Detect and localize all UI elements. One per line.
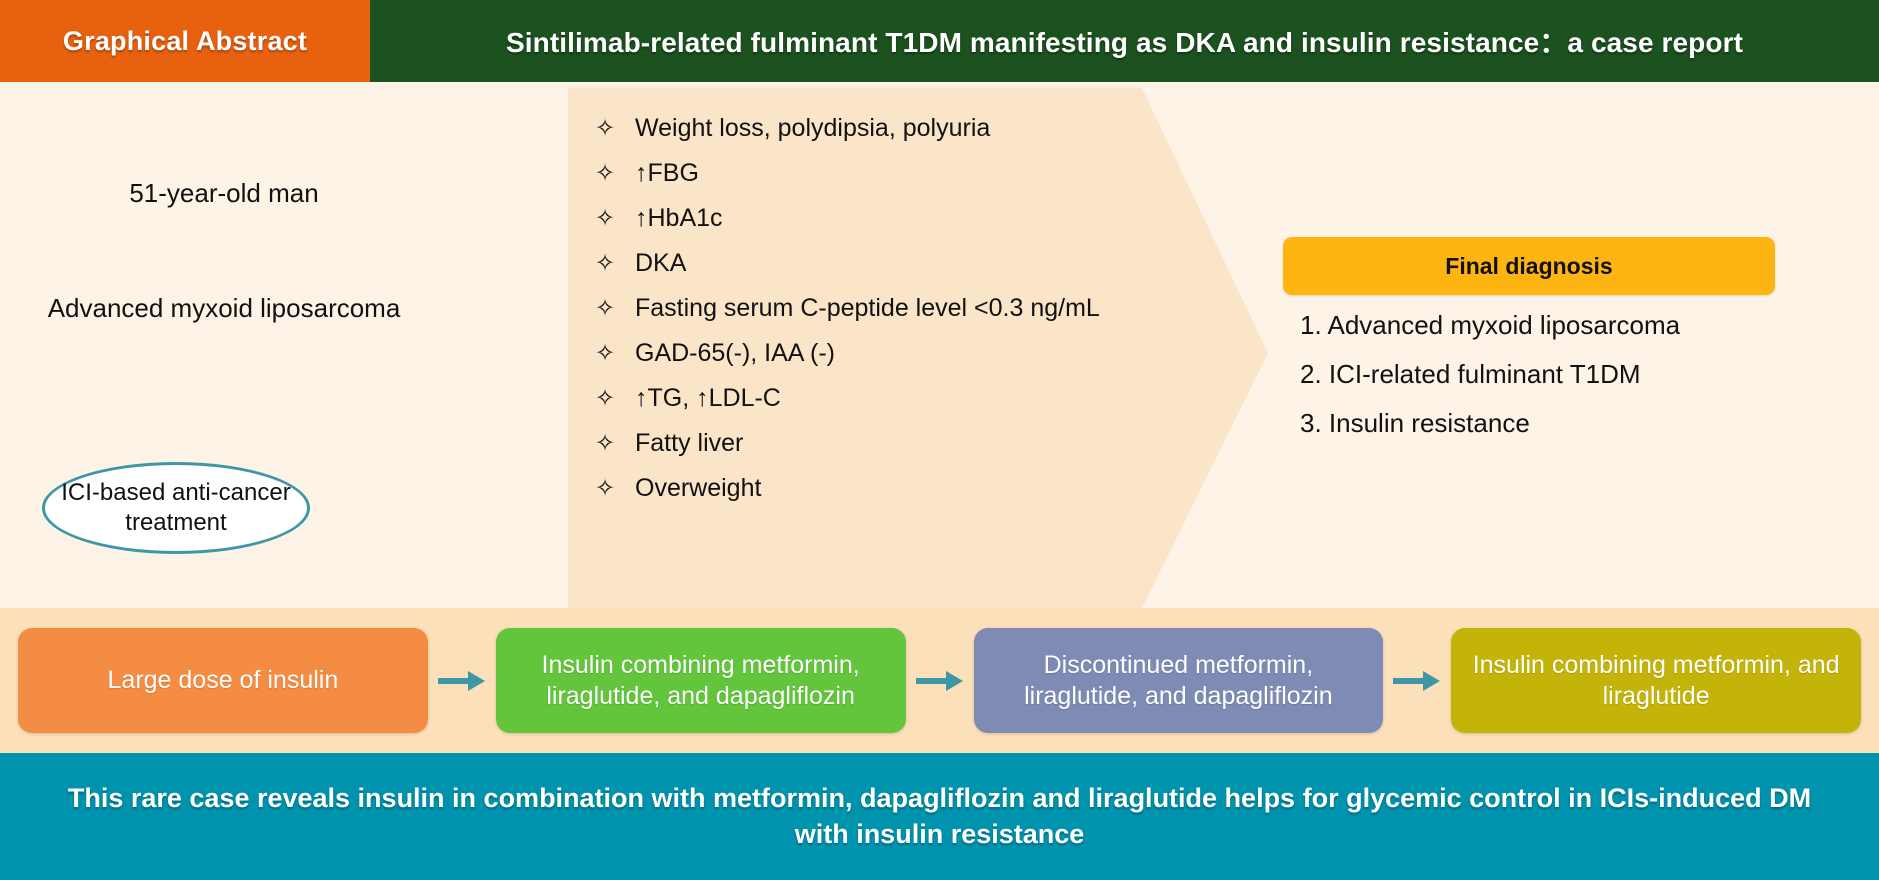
clinical-findings-panel xyxy=(568,88,1268,608)
list-item-label: GAD-65(-), IAA (-) xyxy=(635,339,836,367)
list-item-label: Fatty liver xyxy=(635,429,744,457)
patient-age-label: 51-year-old man xyxy=(129,178,319,208)
list-item-label: Fasting serum C-peptide level <0.3 ng/mL xyxy=(635,294,1100,322)
treatment-flow: Large dose of insulin Insulin combining … xyxy=(0,608,1879,753)
treatment-step-label: Large dose of insulin xyxy=(107,666,339,695)
four-pointed-star-icon: ✧ xyxy=(595,385,616,412)
list-item: ✧ ↑HbA1c xyxy=(595,204,1235,249)
page-title: Sintilimab-related fulminant T1DM manife… xyxy=(370,0,1879,82)
four-pointed-star-icon: ✧ xyxy=(595,475,616,502)
list-item: ✧ GAD-65(-), IAA (-) xyxy=(595,339,1235,384)
four-pointed-star-icon: ✧ xyxy=(595,295,616,322)
list-item: ✧ Fatty liver xyxy=(595,429,1235,474)
clinical-findings-list: ✧ Weight loss, polydipsia, polyuria ✧ ↑F… xyxy=(595,114,1235,519)
four-pointed-star-icon: ✧ xyxy=(595,115,616,142)
list-item: ✧ Weight loss, polydipsia, polyuria xyxy=(595,114,1235,159)
four-pointed-star-icon: ✧ xyxy=(595,250,616,277)
treatment-step-label: Discontinued metformin, liraglutide, and… xyxy=(1024,651,1333,710)
final-diagnosis-list: 1. Advanced myxoid liposarcoma 2. ICI-re… xyxy=(1300,310,1820,457)
patient-diagnosis-label: Advanced myxoid liposarcoma xyxy=(47,293,401,323)
list-item-label: Weight loss, polydipsia, polyuria xyxy=(635,114,991,142)
treatment-step-2: Insulin combining metformin, liraglutide… xyxy=(495,628,906,733)
four-pointed-star-icon: ✧ xyxy=(595,205,616,232)
arrow-right-icon xyxy=(915,668,964,694)
list-item-label: DKA xyxy=(635,249,687,277)
final-diagnosis-header: Final diagnosis xyxy=(1283,237,1775,295)
arrow-right-icon xyxy=(437,668,486,694)
list-item-label: Overweight xyxy=(635,474,762,502)
list-item: ✧ DKA xyxy=(595,249,1235,294)
arrow-right-icon xyxy=(1393,668,1441,694)
final-diagnosis-title: Final diagnosis xyxy=(1445,252,1613,279)
list-item-label: ↑HbA1c xyxy=(635,204,723,232)
list-item: ✧ Fasting serum C-peptide level <0.3 ng/… xyxy=(595,294,1235,339)
list-item-label: ↑FBG xyxy=(635,159,699,187)
treatment-step-1: Large dose of insulin xyxy=(18,628,428,733)
list-item: 2. ICI-related fulminant T1DM xyxy=(1300,359,1641,389)
header-bar: Graphical Abstract Sintilimab-related fu… xyxy=(0,0,1879,82)
list-item-label: ↑TG, ↑LDL-C xyxy=(635,384,781,412)
list-item: ✧ ↑FBG xyxy=(595,159,1235,204)
treatment-step-4: Insulin combining metformin, and liraglu… xyxy=(1451,628,1861,733)
ici-treatment-ellipse: ICI-based anti-cancer treatment xyxy=(42,462,310,554)
list-item: ✧ ↑TG, ↑LDL-C xyxy=(595,384,1235,429)
four-pointed-star-icon: ✧ xyxy=(595,430,616,457)
four-pointed-star-icon: ✧ xyxy=(595,340,616,367)
treatment-step-3: Discontinued metformin, liraglutide, and… xyxy=(973,628,1384,733)
list-item: 3. Insulin resistance xyxy=(1300,408,1530,438)
treatment-step-label: Insulin combining metformin, and liraglu… xyxy=(1472,651,1840,710)
list-item: 1. Advanced myxoid liposarcoma xyxy=(1300,310,1681,340)
graphical-abstract-badge: Graphical Abstract xyxy=(0,0,370,82)
four-pointed-star-icon: ✧ xyxy=(595,160,616,187)
conclusion-text: This rare case reveals insulin in combin… xyxy=(67,783,1812,849)
conclusion-banner: This rare case reveals insulin in combin… xyxy=(0,753,1879,880)
list-item: ✧ Overweight xyxy=(595,474,1235,519)
ici-treatment-label: ICI-based anti-cancer treatment xyxy=(61,479,291,536)
treatment-step-label: Insulin combining metformin, liraglutide… xyxy=(541,651,860,710)
patient-summary-column: 51-year-old man Advanced myxoid liposarc… xyxy=(14,100,434,326)
